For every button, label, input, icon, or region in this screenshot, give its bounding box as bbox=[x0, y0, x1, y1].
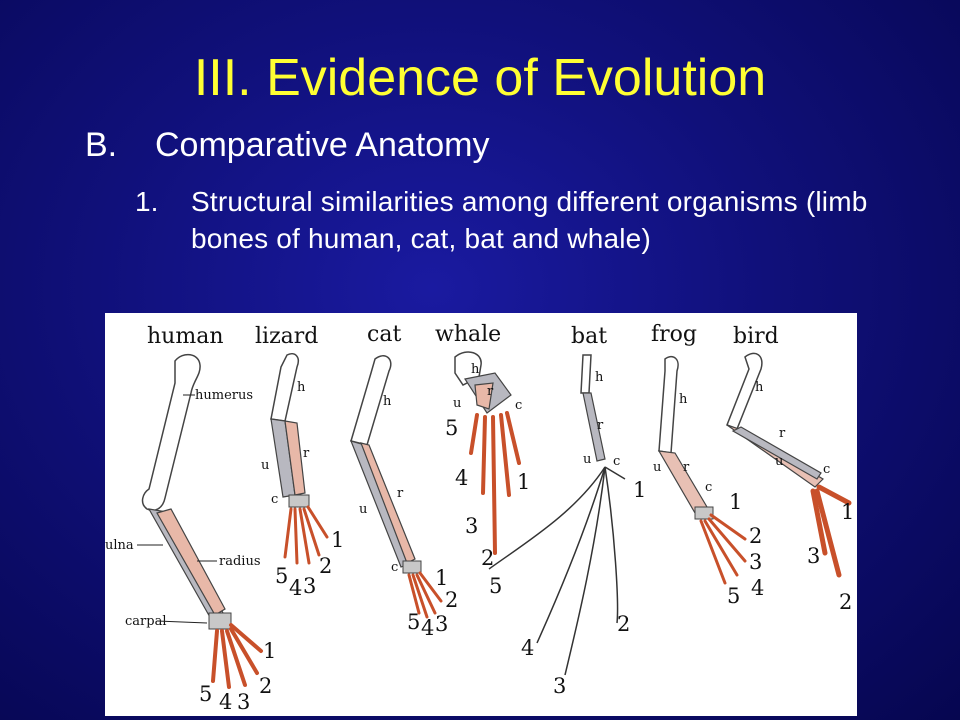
bat-digit-5: 5 bbox=[489, 574, 502, 598]
lizard-label-h: h bbox=[297, 380, 306, 395]
whale-digit-2: 2 bbox=[481, 546, 494, 570]
bird-digit-1: 1 bbox=[841, 500, 854, 524]
header-human: human bbox=[147, 324, 223, 349]
human-digit-4: 4 bbox=[219, 690, 232, 714]
label-carpal: carpal bbox=[125, 614, 166, 629]
bat-limb: h r u c 1 2 3 4 5 bbox=[488, 354, 646, 698]
whale-limb: h r u c 1 2 3 4 5 bbox=[445, 351, 530, 570]
header-bat: bat bbox=[571, 324, 607, 349]
whale-label-r: r bbox=[487, 384, 494, 399]
whale-digit-1: 1 bbox=[517, 470, 530, 494]
bat-digit-1: 1 bbox=[633, 478, 646, 502]
bat-label-r: r bbox=[597, 418, 604, 433]
bird-label-c: c bbox=[823, 462, 830, 477]
outline-text-1: Structural similarities among different … bbox=[191, 186, 868, 254]
lizard-limb: h r u c 1 2 3 4 5 bbox=[261, 353, 344, 600]
frog-label-h: h bbox=[679, 392, 688, 407]
header-bird: bird bbox=[733, 324, 779, 349]
bird-digit-3: 3 bbox=[807, 544, 820, 568]
slide-title: III. Evidence of Evolution bbox=[193, 49, 767, 107]
lizard-digit-3: 3 bbox=[303, 574, 316, 598]
whale-digit-4: 4 bbox=[455, 466, 468, 490]
bat-label-u: u bbox=[583, 452, 591, 467]
label-ulna: ulna bbox=[105, 538, 134, 553]
bird-label-u: u bbox=[775, 454, 783, 469]
lizard-label-r: r bbox=[303, 446, 310, 461]
cat-label-h: h bbox=[383, 394, 392, 409]
bird-limb: h r u c 1 2 3 bbox=[726, 352, 854, 614]
human-digit-3: 3 bbox=[237, 690, 250, 714]
bird-digit-2: 2 bbox=[839, 590, 852, 614]
label-radius: radius bbox=[219, 554, 261, 569]
header-cat: cat bbox=[367, 322, 401, 347]
bat-label-c: c bbox=[613, 454, 620, 469]
whale-digit-3: 3 bbox=[465, 514, 478, 538]
frog-digit-2: 2 bbox=[749, 524, 762, 548]
bat-digit-4: 4 bbox=[521, 636, 534, 660]
bat-digit-2: 2 bbox=[617, 612, 630, 636]
human-digit-2: 2 bbox=[259, 674, 272, 698]
cat-digit-3: 3 bbox=[435, 612, 448, 636]
human-digit-1: 1 bbox=[263, 639, 276, 663]
lizard-digit-5: 5 bbox=[275, 564, 288, 588]
frog-digit-5: 5 bbox=[727, 584, 740, 608]
whale-label-h: h bbox=[471, 362, 480, 377]
human-digit-5: 5 bbox=[199, 682, 212, 706]
frog-digit-3: 3 bbox=[749, 550, 762, 574]
header-lizard: lizard bbox=[255, 324, 318, 349]
whale-label-c: c bbox=[515, 398, 522, 413]
cat-limb: h r u c 1 2 3 4 5 bbox=[349, 355, 458, 640]
bird-label-h: h bbox=[755, 380, 764, 395]
cat-digit-4: 4 bbox=[421, 616, 434, 640]
outline-item-1: 1. Structural similarities among differe… bbox=[135, 183, 925, 257]
outline-marker-b: B. bbox=[85, 126, 118, 164]
frog-digit-1: 1 bbox=[729, 490, 742, 514]
cat-digit-2: 2 bbox=[445, 588, 458, 612]
header-frog: frog bbox=[651, 322, 697, 347]
outline-marker-1: 1. bbox=[135, 186, 159, 217]
human-limb: humerus ulna radius carpal 1 2 3 4 5 bbox=[105, 353, 276, 714]
cat-label-r: r bbox=[397, 486, 404, 501]
lizard-digit-2: 2 bbox=[319, 554, 332, 578]
outline-item-b: B. Comparative Anatomy bbox=[85, 125, 490, 165]
cat-label-u: u bbox=[359, 502, 367, 517]
bat-label-h: h bbox=[595, 370, 604, 385]
frog-label-c: c bbox=[705, 480, 712, 495]
bat-digit-3: 3 bbox=[553, 674, 566, 698]
whale-digit-5: 5 bbox=[445, 416, 458, 440]
lizard-label-c: c bbox=[271, 492, 278, 507]
lizard-label-u: u bbox=[261, 458, 269, 473]
whale-label-u: u bbox=[453, 396, 461, 411]
cat-label-c: c bbox=[391, 560, 398, 575]
label-humerus: humerus bbox=[195, 388, 253, 403]
frog-label-r: r bbox=[683, 460, 690, 475]
outline-text-b: Comparative Anatomy bbox=[155, 126, 490, 164]
frog-label-u: u bbox=[653, 460, 661, 475]
bird-label-r: r bbox=[779, 426, 786, 441]
limb-bones-illustration: human lizard cat whale bat frog bird hum… bbox=[105, 322, 854, 714]
limb-bones-figure: human lizard cat whale bat frog bird hum… bbox=[105, 313, 857, 716]
frog-digit-4: 4 bbox=[751, 576, 764, 600]
lizard-digit-1: 1 bbox=[331, 528, 344, 552]
lizard-digit-4: 4 bbox=[289, 576, 302, 600]
cat-digit-1: 1 bbox=[435, 566, 448, 590]
frog-limb: h r u c 1 2 3 4 5 bbox=[653, 355, 764, 608]
cat-digit-5: 5 bbox=[407, 610, 420, 634]
header-whale: whale bbox=[435, 322, 501, 347]
